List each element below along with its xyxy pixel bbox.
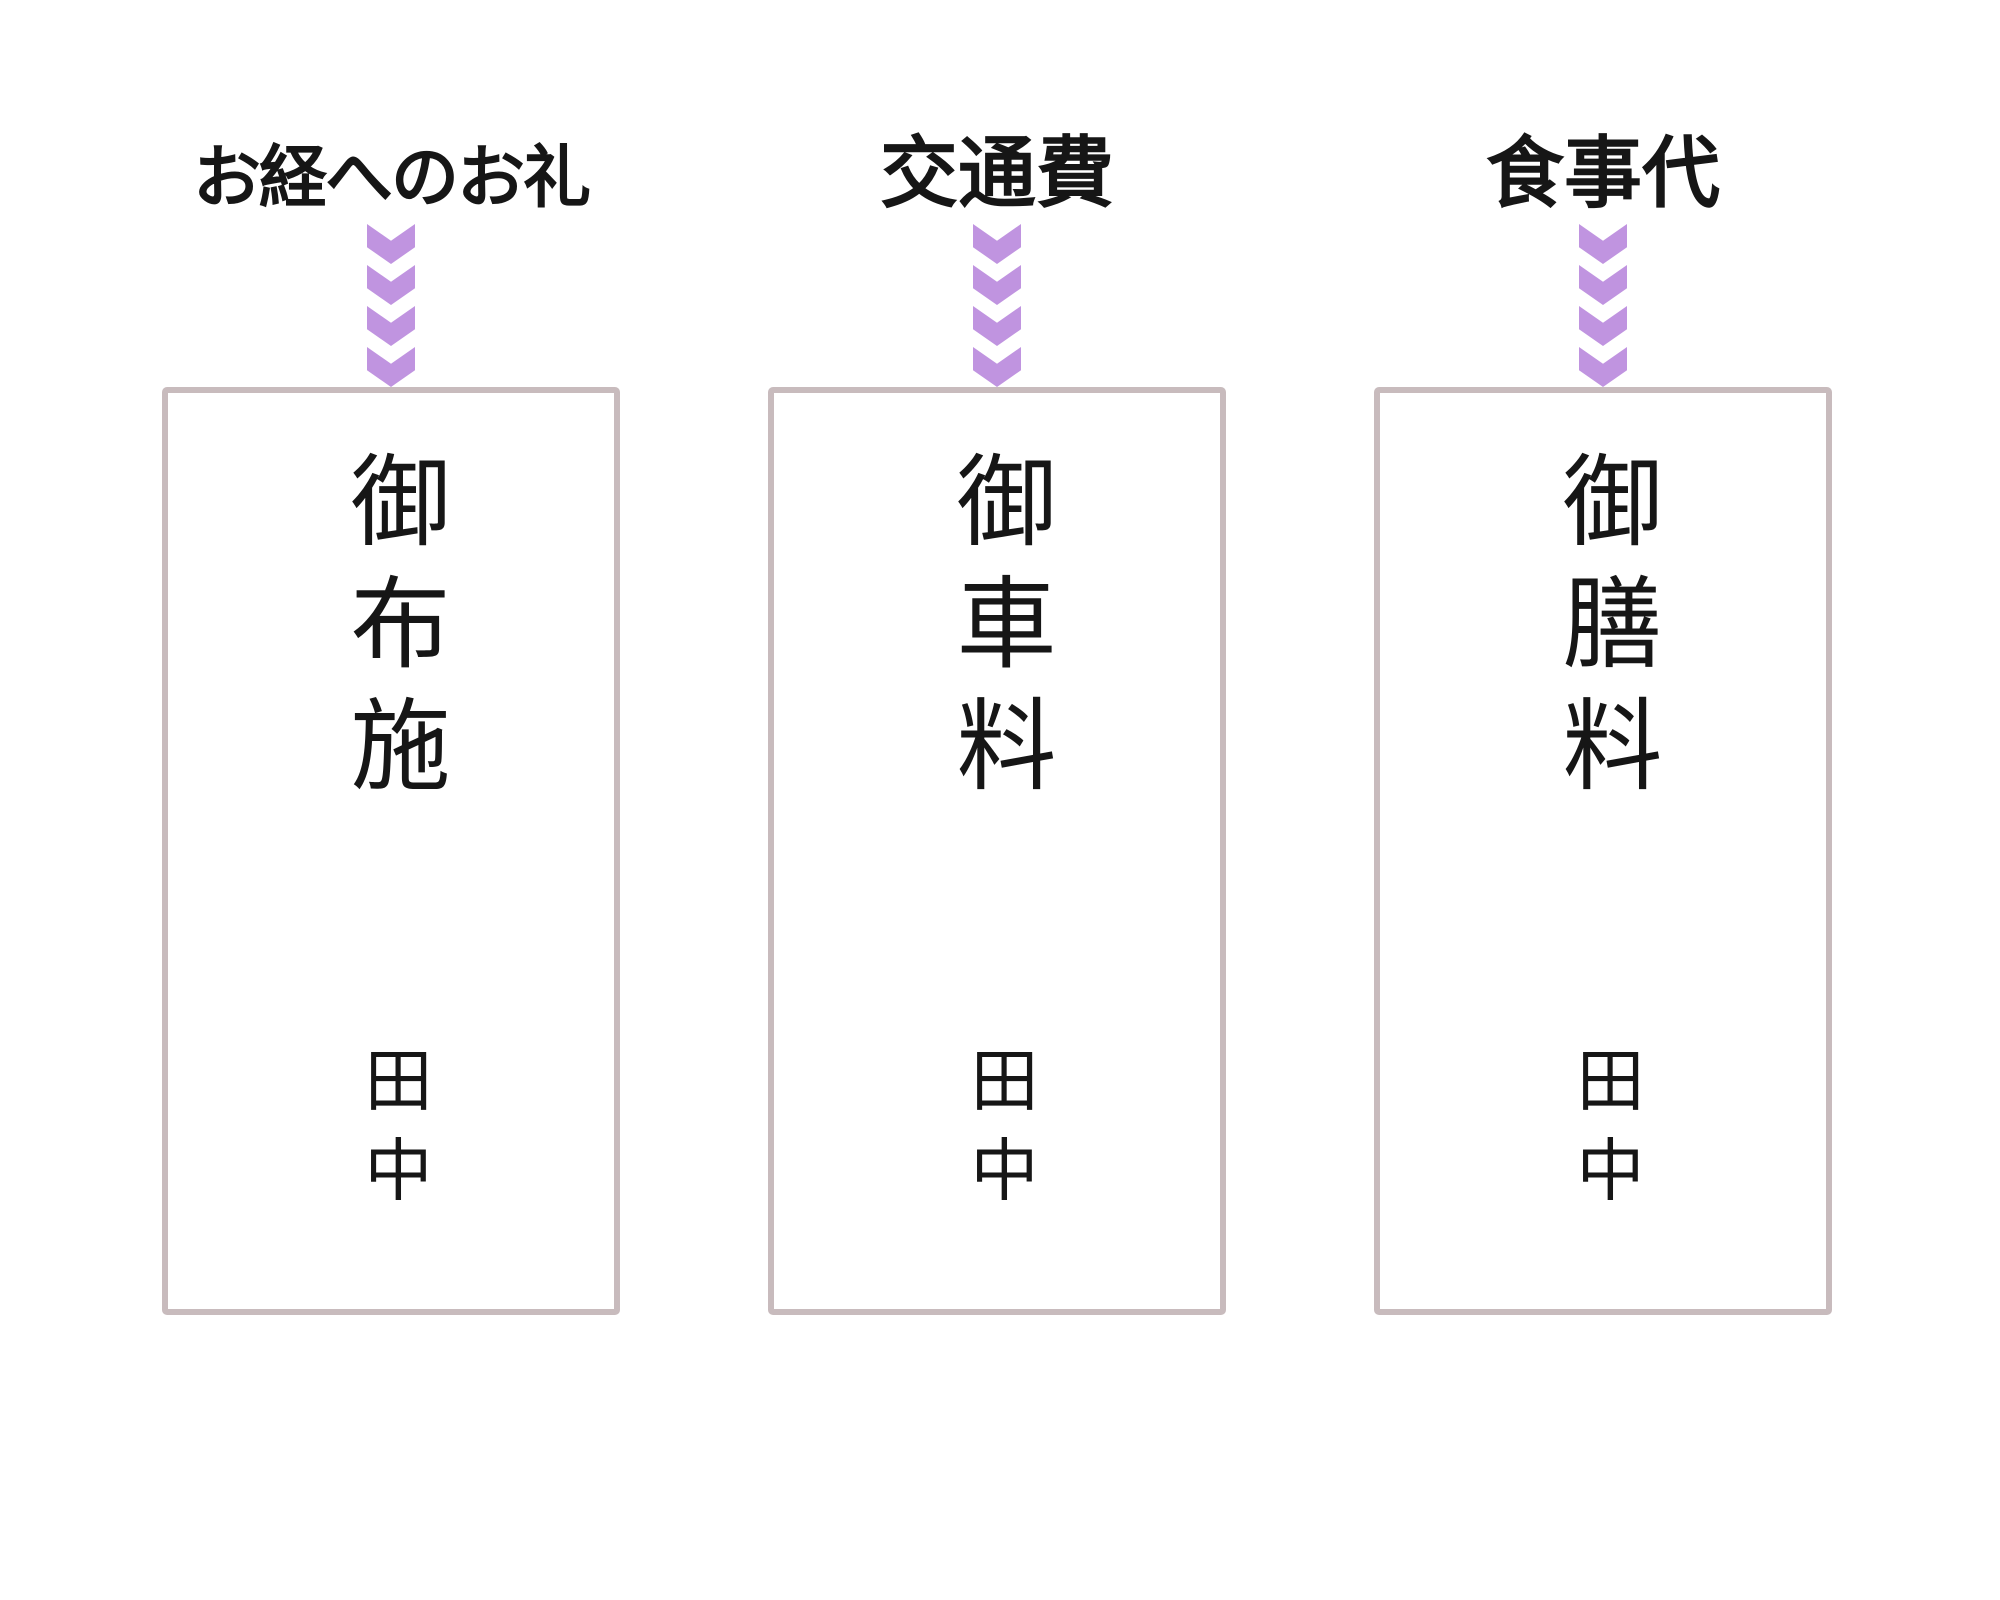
- chevron-icon: [973, 306, 1021, 346]
- giver-name: 田中: [1564, 1045, 1643, 1225]
- giver-name: 田中: [352, 1045, 431, 1225]
- chevron-icon: [973, 265, 1021, 305]
- chevron-icon: [1579, 224, 1627, 264]
- chevron-down-arrow-icon: [973, 224, 1021, 387]
- usage-label-box: お経へのお礼: [192, 132, 591, 216]
- usage-label: 交通費: [879, 129, 1114, 217]
- chevron-icon: [973, 347, 1021, 387]
- chevron-icon: [367, 224, 415, 264]
- usage-label-box: 交通費: [880, 132, 1114, 212]
- usage-label: お経へのお礼: [192, 140, 591, 216]
- chevron-icon: [367, 347, 415, 387]
- chevron-icon: [1579, 265, 1627, 305]
- envelope-ozenryo: 御膳料 田中: [1374, 387, 1832, 1315]
- offering-column-okurumaryo: 交通費 御車料 田中: [768, 132, 1226, 1600]
- usage-label: 食事代: [1485, 129, 1720, 217]
- chevron-icon: [973, 224, 1021, 264]
- envelope-title: 御車料: [939, 449, 1056, 815]
- chevron-icon: [367, 265, 415, 305]
- offering-column-ozenryo: 食事代 御膳料 田中: [1374, 132, 1832, 1600]
- envelope-title: 御膳料: [1545, 449, 1662, 815]
- chevron-down-arrow-icon: [1579, 224, 1627, 387]
- usage-label-box: 食事代: [1486, 132, 1720, 212]
- envelope-ofuse: 御布施 田中: [162, 387, 620, 1315]
- offering-column-ofuse: お経へのお礼 御布施 田中: [162, 132, 620, 1600]
- envelope-title: 御布施: [333, 449, 450, 815]
- giver-name: 田中: [958, 1045, 1037, 1225]
- envelope-okurumaryo: 御車料 田中: [768, 387, 1226, 1315]
- chevron-icon: [367, 306, 415, 346]
- chevron-icon: [1579, 306, 1627, 346]
- chevron-down-arrow-icon: [367, 224, 415, 387]
- chevron-icon: [1579, 347, 1627, 387]
